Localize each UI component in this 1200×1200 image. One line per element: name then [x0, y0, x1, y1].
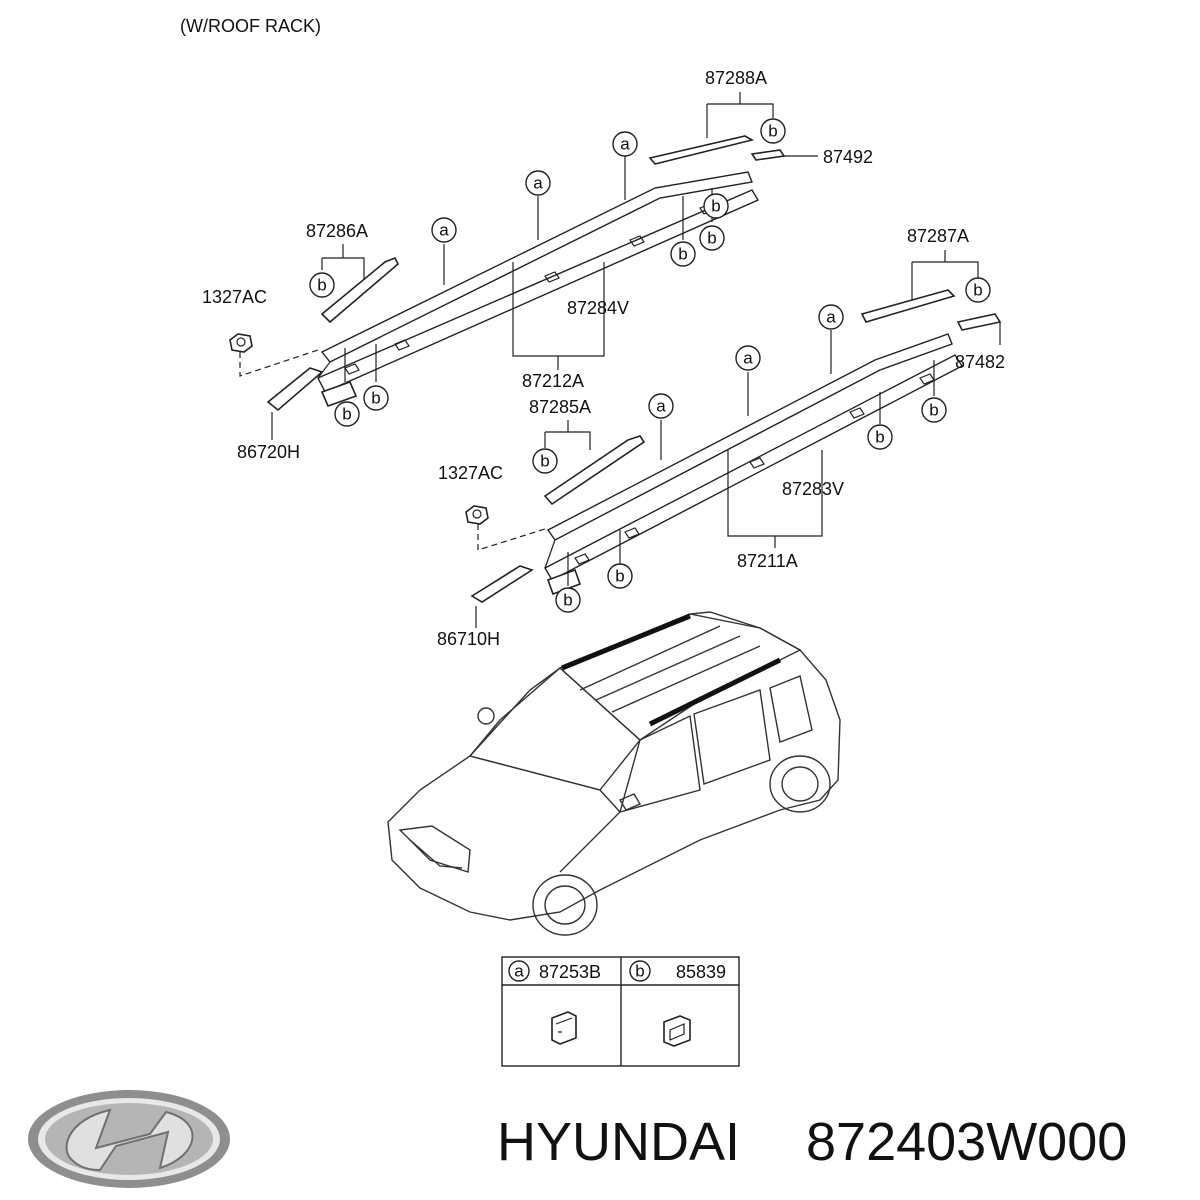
callout-b: b: [670, 241, 696, 267]
svg-text:a: a: [533, 174, 543, 193]
legend-part-b: 85839: [676, 962, 726, 982]
label-87283V: 87283V: [782, 479, 844, 499]
label-87212A: 87212A: [522, 371, 584, 391]
callout-circles: a a a b b b b b b b a a a b b b b b b: [309, 118, 991, 613]
callout-a: a: [612, 131, 638, 157]
nut-icon: [465, 505, 489, 525]
svg-text:b: b: [768, 122, 777, 141]
lower-rail-assembly: [465, 250, 1002, 628]
label-87287A: 87287A: [907, 226, 969, 246]
callout-a: a: [735, 345, 761, 371]
callout-b: b: [699, 225, 725, 251]
svg-text:a: a: [656, 397, 666, 416]
callout-a: a: [525, 170, 551, 196]
svg-text:b: b: [317, 276, 326, 295]
label-87482: 87482: [955, 352, 1005, 372]
label-87284V: 87284V: [567, 298, 629, 318]
callout-b: b: [309, 272, 335, 298]
hyundai-logo: [28, 1090, 230, 1188]
label-86720H: 86720H: [237, 442, 300, 462]
upper-rail-assembly: [229, 92, 818, 440]
label-87285A: 87285A: [529, 397, 591, 417]
diagram-caption: (W/ROOF RACK): [180, 16, 321, 36]
callout-a: a: [431, 217, 457, 243]
label-87288A: 87288A: [705, 68, 767, 88]
label-86710H: 86710H: [437, 629, 500, 649]
clip-b-icon: [663, 1015, 691, 1047]
svg-text:b: b: [371, 389, 380, 408]
part-number: 872403W000: [806, 1112, 1127, 1172]
label-87211A: 87211A: [737, 551, 798, 571]
svg-text:b: b: [678, 245, 687, 264]
legend-letter-b: b: [635, 962, 644, 981]
label-87286A: 87286A: [306, 221, 368, 241]
svg-text:b: b: [615, 567, 624, 586]
callout-b: b: [555, 587, 581, 613]
callout-b: b: [965, 277, 991, 303]
svg-text:b: b: [929, 401, 938, 420]
svg-text:b: b: [540, 452, 549, 471]
svg-text:b: b: [563, 591, 572, 610]
car-illustration: [387, 611, 841, 936]
svg-text:b: b: [342, 405, 351, 424]
legend-item-b: b 85839: [629, 960, 726, 982]
label-87492: 87492: [823, 147, 873, 167]
nut-icon: [229, 333, 253, 353]
callout-b: b: [532, 448, 558, 474]
clip-a-icon: [551, 1011, 577, 1045]
svg-text:b: b: [707, 229, 716, 248]
callout-b: b: [760, 118, 786, 144]
svg-text:a: a: [439, 221, 449, 240]
callout-b: b: [703, 193, 729, 219]
legend-item-a: a 87253B: [508, 960, 601, 982]
svg-text:b: b: [711, 197, 720, 216]
svg-text:a: a: [620, 135, 630, 154]
callout-b: b: [867, 424, 893, 450]
legend-table: a 87253B b 85839: [501, 956, 740, 1067]
callout-b: b: [334, 401, 360, 427]
legend-letter-a: a: [514, 962, 524, 981]
svg-text:b: b: [875, 428, 884, 447]
callout-a: a: [818, 304, 844, 330]
callout-b: b: [607, 563, 633, 589]
svg-text:a: a: [743, 349, 753, 368]
callout-b: b: [363, 385, 389, 411]
legend-part-a: 87253B: [539, 962, 601, 982]
svg-text:b: b: [973, 281, 982, 300]
svg-text:a: a: [826, 308, 836, 327]
label-1327AC-bottom: 1327AC: [438, 463, 503, 483]
callout-a: a: [648, 393, 674, 419]
label-1327AC-top: 1327AC: [202, 287, 267, 307]
callout-b: b: [921, 397, 947, 423]
brand-name: HYUNDAI: [497, 1112, 740, 1172]
